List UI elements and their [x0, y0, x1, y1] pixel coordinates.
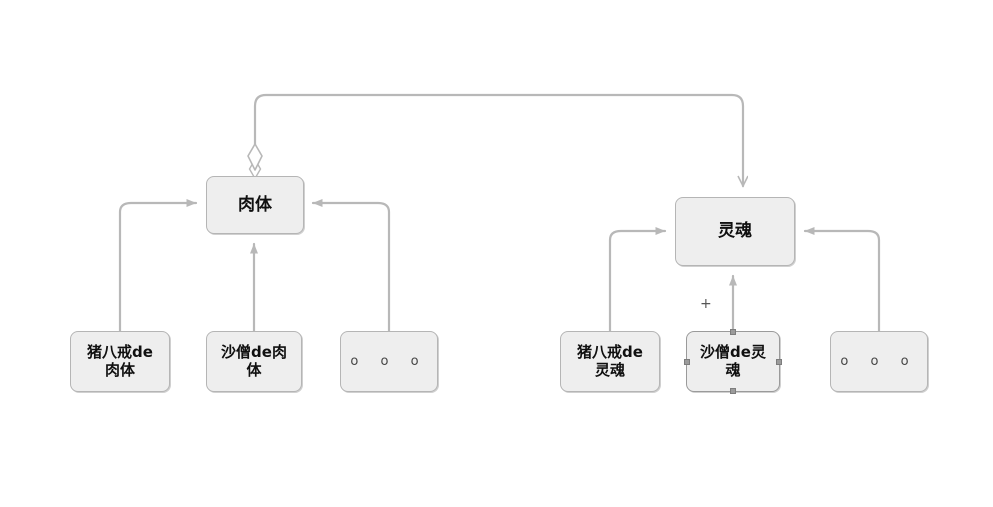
node-bajie-flesh[interactable]: 猪八戒de 肉体 — [70, 331, 170, 392]
node-soul[interactable]: 灵魂 — [675, 197, 795, 266]
diamond-glyph — [247, 143, 263, 171]
edge-more-to-flesh[interactable] — [311, 199, 391, 333]
node-label-soul: 灵魂 — [718, 221, 752, 242]
node-flesh-more[interactable]: o o o — [340, 331, 438, 392]
node-label-bajie-soul: 猪八戒de 灵魂 — [577, 342, 643, 379]
node-label-flesh-more: o o o — [350, 353, 428, 369]
resize-handle-bottom[interactable] — [730, 388, 736, 394]
node-shaseng-soul[interactable]: 沙僧de灵 魂 — [684, 329, 782, 394]
edge-more-to-soul[interactable] — [803, 227, 881, 333]
resize-handle-top[interactable] — [730, 329, 736, 335]
node-shaseng-flesh[interactable]: 沙僧de肉 体 — [206, 331, 302, 392]
node-flesh[interactable]: 肉体 — [206, 176, 304, 234]
edge-flesh-to-soul[interactable] — [253, 93, 743, 186]
resize-handle-right[interactable] — [776, 358, 782, 365]
node-label-shaseng-soul: 沙僧de灵 魂 — [700, 342, 766, 379]
edge-bajie-flesh-to-flesh[interactable] — [118, 199, 198, 333]
node-label-flesh: 肉体 — [238, 194, 272, 215]
node-label-bajie-flesh: 猪八戒de 肉体 — [87, 342, 153, 379]
node-bajie-soul[interactable]: 猪八戒de 灵魂 — [560, 331, 660, 392]
node-soul-more[interactable]: o o o — [830, 331, 928, 392]
resize-handle-left[interactable] — [684, 358, 690, 365]
edge-bajie-soul-to-soul[interactable] — [608, 227, 667, 333]
edge-label-plus: + — [700, 296, 712, 312]
node-label-shaseng-flesh: 沙僧de肉 体 — [221, 342, 287, 379]
node-label-soul-more: o o o — [840, 353, 918, 369]
